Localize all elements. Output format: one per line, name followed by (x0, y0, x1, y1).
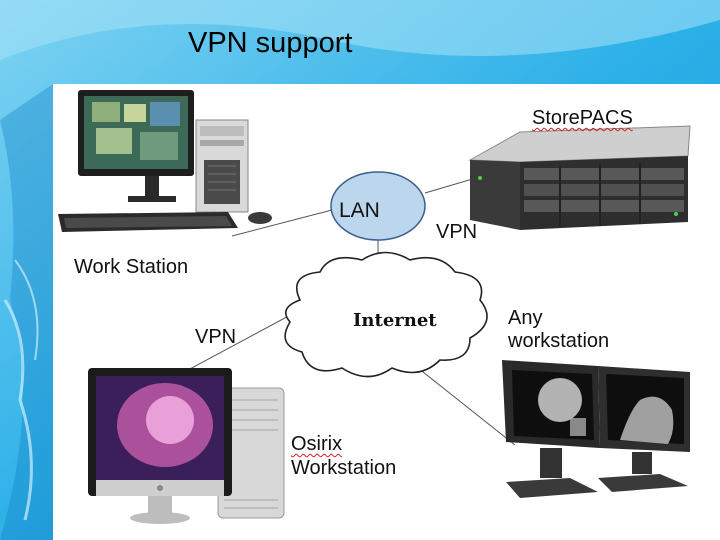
internet-label: Internet (353, 310, 437, 331)
osirix-label-line2: Workstation (291, 457, 397, 479)
storepacs-label: StorePACS (532, 107, 633, 129)
any-workstation-label-line1: Any (508, 307, 543, 329)
dual-monitor-xray-icon (502, 360, 690, 498)
lan-label: LAN (339, 199, 380, 222)
imac-macpro-icon (88, 368, 285, 524)
osirix-label-line1: Osirix (291, 433, 343, 455)
desktop-computer-icon (58, 90, 272, 232)
vpn-osirix-label: VPN (195, 326, 237, 348)
workstation-label: Work Station (74, 256, 189, 278)
link-workstation-lan (231, 209, 333, 237)
any-workstation-label-line2: workstation (508, 330, 610, 352)
slide-title: VPN support (188, 27, 353, 59)
lan-node (330, 171, 426, 241)
rack-server-icon (468, 125, 691, 230)
link-internet-anyworkstation (417, 367, 516, 446)
vpn-storepacs-label: VPN (436, 221, 478, 243)
internet-cloud (284, 251, 488, 378)
